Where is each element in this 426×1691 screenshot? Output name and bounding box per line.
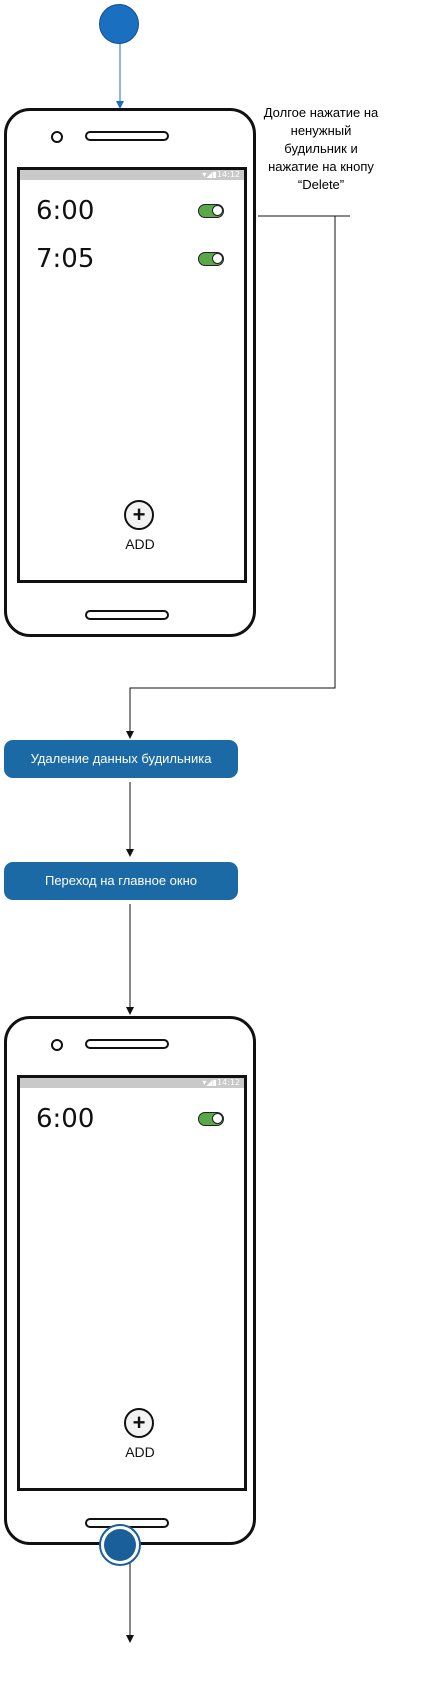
speaker-icon xyxy=(85,131,169,141)
note-line-5: “Delete” xyxy=(297,177,345,192)
home-button-icon xyxy=(85,610,169,620)
plus-icon: + xyxy=(132,502,146,527)
phone-to-delete-arrow xyxy=(126,216,336,739)
note-line-4: нажатие на кнопу xyxy=(268,159,374,174)
add-button-label: ADD xyxy=(125,1444,155,1460)
alarm-toggle[interactable] xyxy=(198,1112,224,1126)
note-line-2: ненужный xyxy=(290,123,352,138)
add-alarm-button[interactable]: + xyxy=(124,500,154,530)
status-bar: ▾◢▮14:12 xyxy=(20,1078,244,1088)
alarm-time[interactable]: 6:00 xyxy=(36,1104,95,1134)
action-navigate-main-window: Переход на главное окно xyxy=(4,862,238,900)
phone-screen-after: ▾◢▮14:12 6:00 + ADD xyxy=(17,1075,247,1491)
phone-screen-before: ▾◢▮14:12 6:00 7:05 + ADD xyxy=(17,167,247,583)
add-alarm-button[interactable]: + xyxy=(124,1408,154,1438)
camera-icon xyxy=(51,1039,63,1051)
action-delete-alarm-data: Удаление данных будильника xyxy=(4,740,238,778)
final-node-core-icon xyxy=(104,1529,136,1561)
phone-mockup-after: ▾◢▮14:12 6:00 + ADD xyxy=(4,1016,256,1545)
final-node-icon xyxy=(99,1524,141,1566)
alarm-toggle[interactable] xyxy=(198,204,224,218)
note-line-1: Долгое нажатие на xyxy=(263,105,379,120)
initial-node-icon xyxy=(99,4,139,44)
toggle-knob-icon xyxy=(212,1113,223,1124)
toggle-knob-icon xyxy=(212,205,223,216)
note-line-3: будильник и xyxy=(284,141,358,156)
phone-mockup-before: ▾◢▮14:12 6:00 7:05 + ADD xyxy=(4,108,256,637)
alarm-toggle[interactable] xyxy=(198,252,224,266)
alarm-time[interactable]: 6:00 xyxy=(36,196,95,226)
status-bar: ▾◢▮14:12 xyxy=(20,170,244,180)
speaker-icon xyxy=(85,1039,169,1049)
alarm-time[interactable]: 7:05 xyxy=(36,244,95,274)
plus-icon: + xyxy=(132,1410,146,1435)
add-button-label: ADD xyxy=(125,536,155,552)
camera-icon xyxy=(51,131,63,143)
toggle-knob-icon xyxy=(212,253,223,264)
transition-note: Долгое нажатие на ненужный будильник и н… xyxy=(256,104,386,194)
